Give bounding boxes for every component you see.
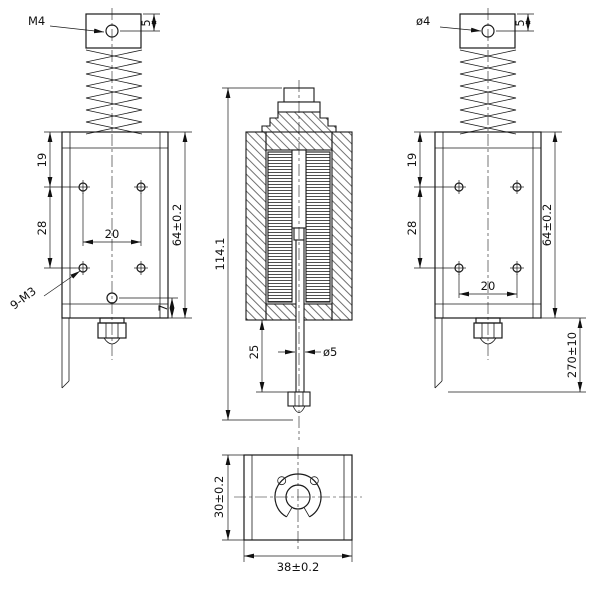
- dim-20-right: 20: [458, 274, 518, 298]
- dim-19-right: 19: [405, 131, 452, 188]
- section-view-center: 114.1 25 ø5: [213, 80, 353, 440]
- solenoid-body: [61, 131, 169, 319]
- dim-label: 114.1: [213, 238, 227, 271]
- cup-ring: [274, 473, 322, 518]
- dim-label: 30±0.2: [212, 476, 226, 519]
- spring-coil: [85, 49, 143, 135]
- front-view-left: M4 5: [7, 8, 192, 389]
- dim-114: 114.1: [213, 87, 293, 421]
- mounting-holes: [76, 180, 148, 304]
- rod-tip: [103, 337, 121, 345]
- bracket-leg: [434, 318, 443, 389]
- lip-notch: [277, 476, 287, 486]
- thread-hole: [105, 24, 119, 38]
- dim-270: 270±10: [448, 318, 586, 393]
- dim-label: 20: [481, 279, 496, 293]
- spring: [459, 49, 517, 135]
- dim-25: 25: [247, 320, 288, 393]
- dim-rod-diameter: ø5: [278, 345, 337, 359]
- hole-label: ø4: [416, 14, 430, 28]
- dim-label: 28: [35, 221, 49, 236]
- plunger-rod: [295, 239, 305, 393]
- left-wall-section: [245, 131, 267, 321]
- bracket-leg: [61, 318, 70, 389]
- dim-label: 38±0.2: [277, 560, 320, 574]
- top-hole: [481, 24, 495, 38]
- leg-outline: [434, 318, 443, 389]
- dim-label: 5: [139, 19, 153, 26]
- dim-label: 64±0.2: [170, 204, 184, 247]
- dim-28-left: 28: [35, 187, 76, 269]
- dim-label: 25: [247, 345, 261, 360]
- plunger-nut: [473, 317, 503, 345]
- dim-label: 270±10: [565, 332, 579, 378]
- leader-line: [439, 26, 482, 33]
- dim-30: 30±0.2: [212, 454, 244, 541]
- label-m4: M4: [28, 14, 105, 34]
- cup-detail: [274, 473, 322, 518]
- base-outline: [243, 454, 353, 541]
- label-9m3: 9-M3: [7, 270, 81, 312]
- thread-label: M4: [28, 14, 45, 28]
- side-view-right: ø4 5: [405, 8, 586, 393]
- dim-label: 19: [35, 153, 49, 168]
- nut-outline: [473, 322, 503, 339]
- dim-label: ø5: [323, 345, 337, 359]
- nut-outline: [97, 322, 127, 339]
- right-wall-section: [331, 131, 353, 321]
- dim-label: 28: [405, 221, 419, 236]
- spring-coil: [459, 49, 517, 135]
- dim-38: 38±0.2: [243, 540, 353, 574]
- dim-5-right: 5: [496, 13, 534, 32]
- dim-64-left: 64±0.2: [168, 131, 192, 319]
- bottom-view: 30±0.2 38±0.2: [212, 447, 362, 574]
- coil-winding-right: [305, 151, 331, 303]
- dim-7-left: 7: [119, 297, 178, 318]
- cup-gap-edge: [303, 507, 310, 518]
- dim-28-right: 28: [405, 187, 452, 269]
- rod-hole: [285, 484, 311, 510]
- dim-5-left: 5: [120, 13, 160, 32]
- dim-label: 7: [156, 304, 170, 311]
- dim-19-left: 19: [35, 131, 76, 188]
- leader-line: [49, 25, 105, 34]
- dim-label: 64±0.2: [540, 204, 554, 247]
- holes-label: 9-M3: [7, 284, 38, 312]
- cup-gap-edge: [286, 507, 293, 518]
- center-hole: [106, 292, 118, 304]
- label-d4: ø4: [416, 14, 482, 33]
- dim-label: 20: [105, 227, 120, 241]
- dim-64-right: 64±0.2: [540, 131, 586, 319]
- leader-line: [43, 270, 81, 297]
- dim-label: 5: [513, 19, 527, 26]
- dim-label: 19: [405, 153, 419, 168]
- rod-tip: [479, 337, 497, 345]
- mounting-holes: [452, 180, 524, 275]
- leg-outline: [61, 318, 70, 389]
- dim-20-left: 20: [82, 193, 142, 246]
- plunger-nut: [97, 317, 127, 345]
- lip-notch: [309, 476, 319, 486]
- coil-winding-left: [267, 151, 293, 303]
- spring: [85, 49, 143, 135]
- body-outline: [61, 131, 169, 319]
